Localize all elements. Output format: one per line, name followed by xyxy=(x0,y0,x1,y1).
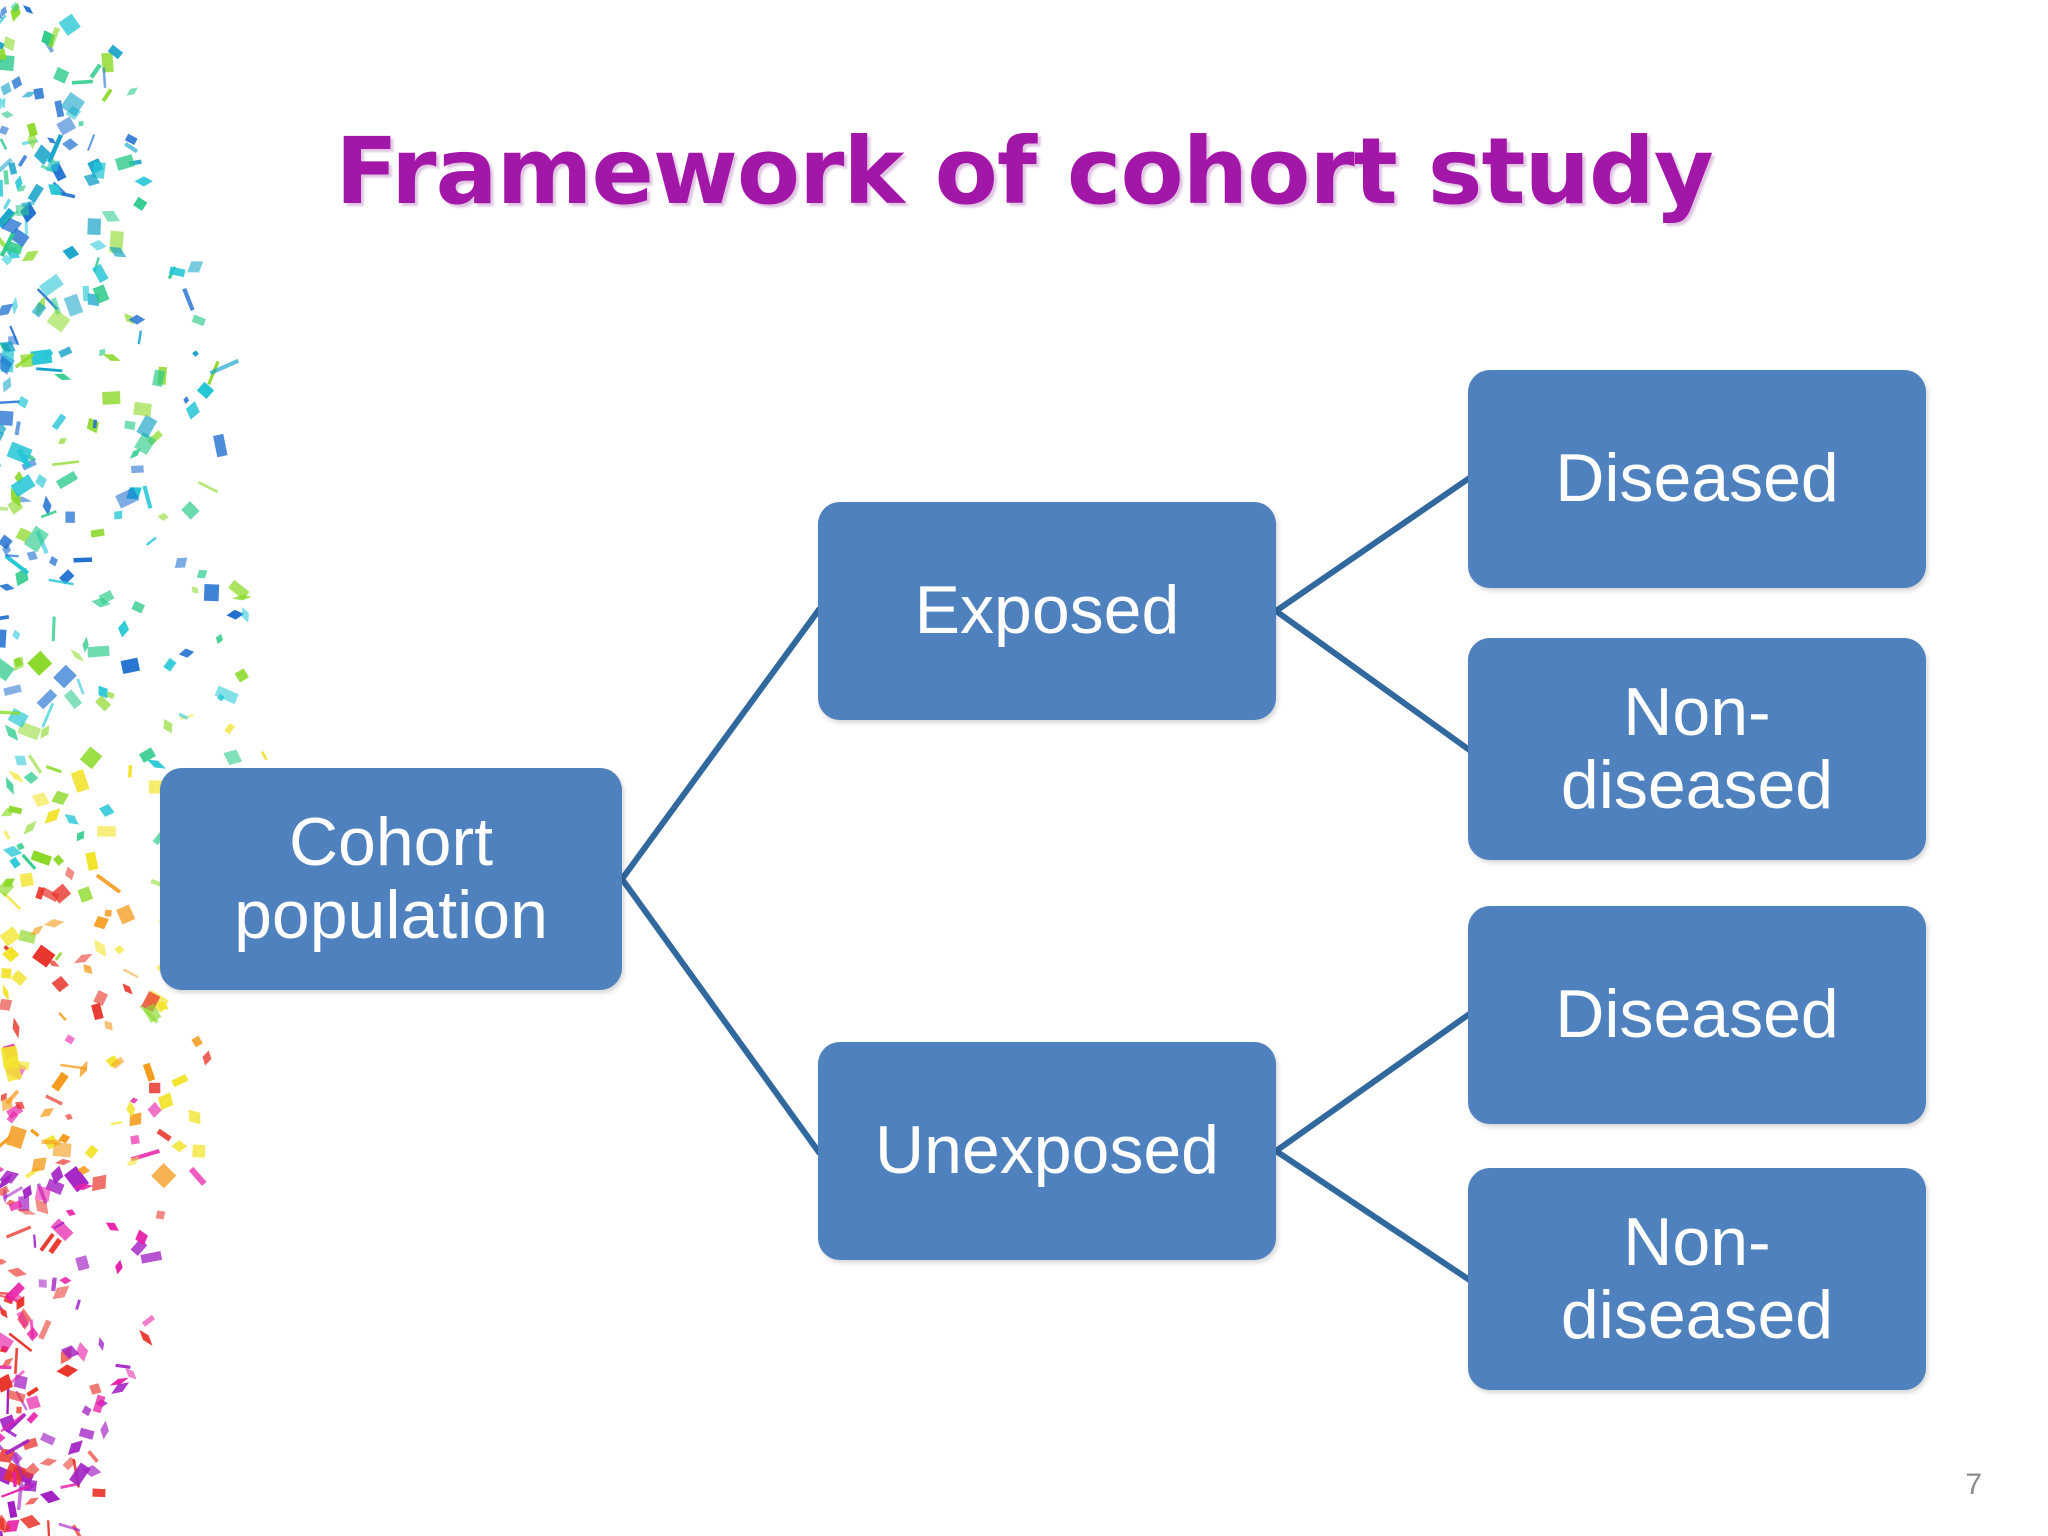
edge-cohort-exposed xyxy=(617,606,823,884)
edge-unexposed-nondiseased xyxy=(1271,1146,1473,1284)
edge-cohort-unexposed xyxy=(617,874,823,1156)
node-unexposed-diseased[interactable]: Diseased xyxy=(1468,906,1926,1124)
node-cohort-population[interactable]: Cohort population xyxy=(160,768,622,990)
page-number: 7 xyxy=(1965,1468,1982,1501)
node-exposed-non-diseased[interactable]: Non- diseased xyxy=(1468,638,1926,860)
node-unexposed-non-diseased[interactable]: Non- diseased xyxy=(1468,1168,1926,1390)
page-title: Framework of cohort study xyxy=(335,118,1714,225)
node-exposed[interactable]: Exposed xyxy=(818,502,1276,720)
node-exposed-diseased[interactable]: Diseased xyxy=(1468,370,1926,588)
edge-exposed-diseased xyxy=(1271,474,1473,616)
edge-exposed-nondiseased xyxy=(1271,606,1473,754)
edge-unexposed-diseased xyxy=(1271,1010,1473,1156)
node-unexposed[interactable]: Unexposed xyxy=(818,1042,1276,1260)
